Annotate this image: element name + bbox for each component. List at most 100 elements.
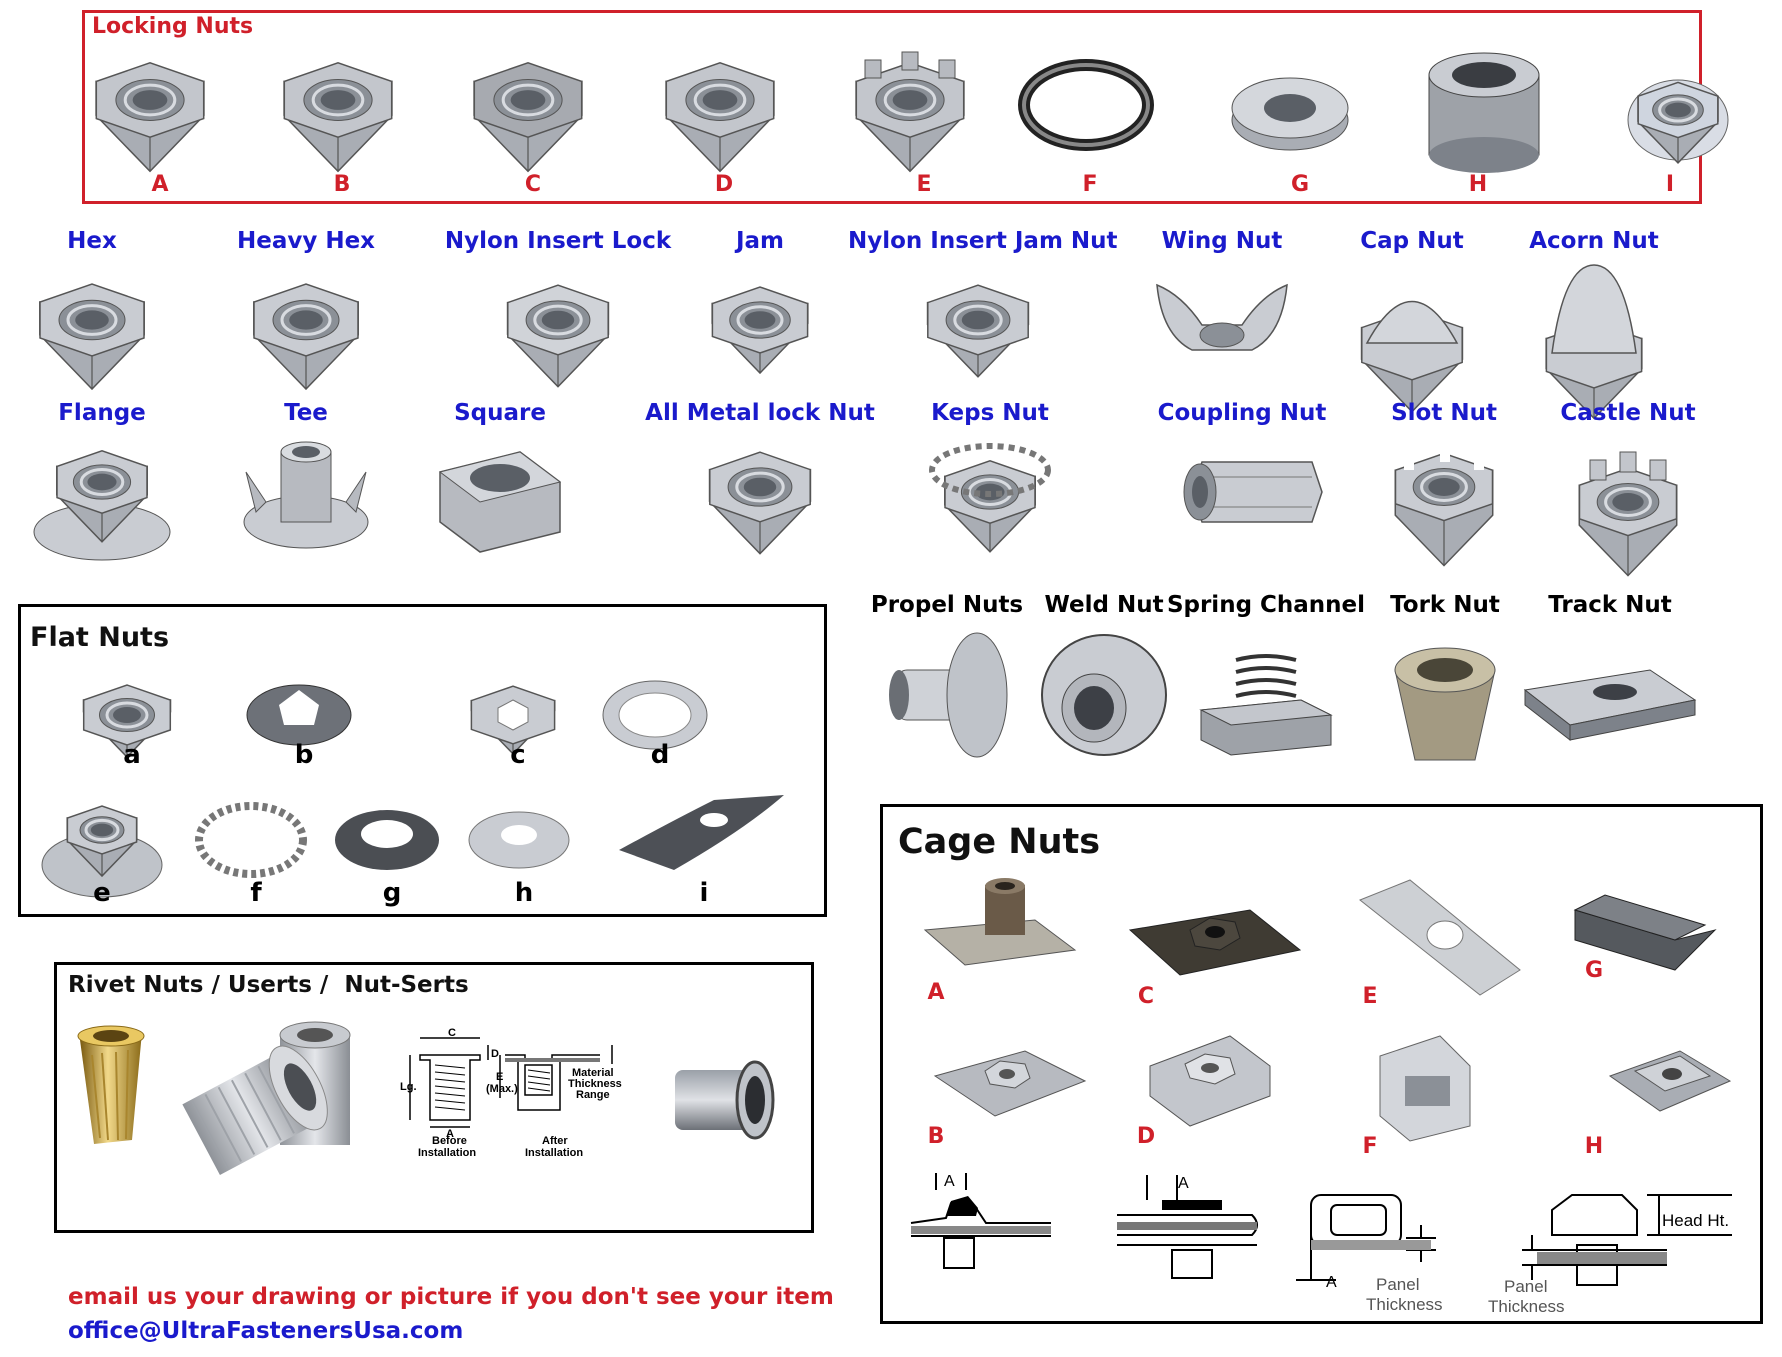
- weld-nut-image: [1041, 634, 1167, 756]
- slot-nut-image: [1394, 446, 1494, 567]
- flat-nut-letter: h: [514, 878, 534, 908]
- flat-nut-i-image: [619, 795, 784, 870]
- locking-nut-b-image: [283, 62, 393, 173]
- label-tee: Tee: [284, 400, 328, 426]
- label-track-nut: Track Nut: [1548, 592, 1672, 618]
- flat-nut-letter: g: [382, 878, 402, 908]
- flat-nut-d-image: [602, 680, 708, 750]
- svg-text:Before: Before: [432, 1135, 467, 1147]
- flat-nut-f-image: [195, 802, 307, 878]
- spring-channel-image: [1199, 654, 1333, 756]
- footer-email-prompt: email us your drawing or picture if you …: [68, 1284, 834, 1310]
- cage-nut-letter: E: [1362, 984, 1378, 1009]
- label-cap-nut: Cap Nut: [1360, 228, 1464, 254]
- cage-nut-letter: B: [927, 1124, 945, 1149]
- cage-nut-h-image: [1608, 1050, 1732, 1112]
- svg-text:A: A: [944, 1173, 955, 1190]
- cage-nut-letter: D: [1136, 1124, 1156, 1149]
- keps-nut-image: [929, 443, 1051, 553]
- svg-text:A: A: [1178, 1175, 1189, 1192]
- label-all-metal-lock-nut: All Metal lock Nut: [645, 400, 875, 426]
- svg-text:Range: Range: [576, 1089, 610, 1101]
- flat-nuts-title: Flat Nuts: [30, 622, 170, 653]
- svg-text:A: A: [1326, 1274, 1337, 1291]
- locking-nut-letter: H: [1468, 172, 1488, 197]
- flat-nut-letter: i: [699, 878, 709, 908]
- cage-nut-b-image: [933, 1050, 1087, 1117]
- label-wing-nut: Wing Nut: [1161, 228, 1283, 254]
- cap-nut-image: [1360, 300, 1464, 413]
- flat-nut-h-image: [468, 811, 570, 869]
- locking-nut-letter: G: [1290, 172, 1310, 197]
- label-nylon-insert-jam-nut: Nylon Insert Jam Nut: [848, 228, 1118, 254]
- svg-text:Panel: Panel: [1376, 1275, 1419, 1294]
- locking-nut-g-image: [1231, 77, 1349, 151]
- heavy-hex-image: [253, 283, 359, 391]
- label-heavy-hex: Heavy Hex: [236, 228, 376, 254]
- locking-nut-letter: F: [1082, 172, 1098, 197]
- all-metal-lock-nut-image: [708, 451, 812, 555]
- svg-text:C: C: [448, 1027, 456, 1039]
- cage-nuts-title: Cage Nuts: [898, 822, 1101, 862]
- label-coupling-nut: Coupling Nut: [1157, 400, 1327, 426]
- locking-nut-a-image: [95, 62, 205, 173]
- label-jam: Jam: [735, 228, 785, 254]
- locking-nut-letter: A: [151, 172, 169, 197]
- label-spring-channel: Spring Channel: [1166, 592, 1366, 618]
- locking-nut-letter: I: [1665, 172, 1675, 197]
- flat-nut-b-image: [246, 684, 352, 746]
- locking-nut-c-image: [473, 62, 583, 173]
- footer-email-link[interactable]: office@UltraFastenersUsa.com: [68, 1318, 464, 1344]
- cage-nut-a-image: [923, 878, 1077, 966]
- locking-nuts-title: Locking Nuts: [92, 14, 254, 39]
- rivet-nuts-title: Rivet Nuts / Userts / Nut-Serts: [68, 972, 469, 998]
- flat-nut-c-image: [470, 685, 556, 755]
- nylon-insert-lock-image: [506, 284, 610, 388]
- cage-nut-diagram-3: A Panel Thickness: [1296, 1194, 1443, 1314]
- cage-nut-diagram-1: A: [910, 1173, 1051, 1269]
- flat-nut-letter: c: [510, 740, 526, 770]
- square-image: [438, 451, 562, 553]
- locking-nut-f-image: [1018, 59, 1154, 151]
- rivet-nut-aluminum-image: [182, 1021, 351, 1175]
- label-nylon-insert-lock: Nylon Insert Lock: [444, 228, 672, 254]
- label-acorn-nut: Acorn Nut: [1529, 228, 1659, 254]
- flat-nut-e-image: [41, 805, 163, 898]
- cage-nuts-panel: [880, 804, 1763, 1324]
- rivet-nuts-panel: [54, 962, 814, 1233]
- track-nut-image: [1523, 669, 1697, 742]
- cage-nut-diagram-4: Head Ht. Panel Thickness: [1488, 1194, 1732, 1316]
- label-weld-nut: Weld Nut: [1044, 592, 1164, 618]
- cage-nut-letter: F: [1362, 1134, 1378, 1159]
- locking-nut-d-image: [665, 62, 775, 173]
- wing-nut-image: [1156, 283, 1288, 351]
- cage-nut-c-image: [1128, 909, 1302, 976]
- cage-nut-d-image: [1149, 1035, 1271, 1127]
- hex-image: [39, 283, 145, 391]
- flat-nut-letter: b: [294, 740, 314, 770]
- acorn-nut-image: [1545, 264, 1643, 420]
- flange-image: [33, 450, 171, 561]
- cage-nut-f-image: [1379, 1035, 1471, 1142]
- jam-image: [711, 286, 809, 375]
- label-castle-nut: Castle Nut: [1560, 400, 1696, 426]
- label-propel-nuts: Propel Nuts: [870, 592, 1024, 618]
- locking-nut-e-image: [855, 51, 965, 173]
- locking-nut-h-image: [1428, 52, 1540, 173]
- castle-nut-image: [1578, 451, 1678, 577]
- svg-text:Thickness: Thickness: [1488, 1297, 1565, 1316]
- svg-text:Installation: Installation: [418, 1147, 476, 1159]
- svg-text:Thickness: Thickness: [568, 1078, 622, 1090]
- tee-image: [243, 441, 369, 549]
- coupling-nut-image: [1183, 461, 1323, 523]
- label-hex: Hex: [67, 228, 117, 254]
- rivet-nut-brass-image: [77, 1025, 145, 1144]
- rivet-nut-knurled-image: [675, 1060, 775, 1140]
- flat-nut-a-image: [82, 684, 172, 759]
- svg-text:After: After: [542, 1135, 568, 1147]
- locking-nut-letter: C: [524, 172, 542, 197]
- svg-text:Material: Material: [572, 1067, 614, 1079]
- flat-nut-letter: f: [250, 878, 262, 908]
- label-tork-nut: Tork Nut: [1390, 592, 1500, 618]
